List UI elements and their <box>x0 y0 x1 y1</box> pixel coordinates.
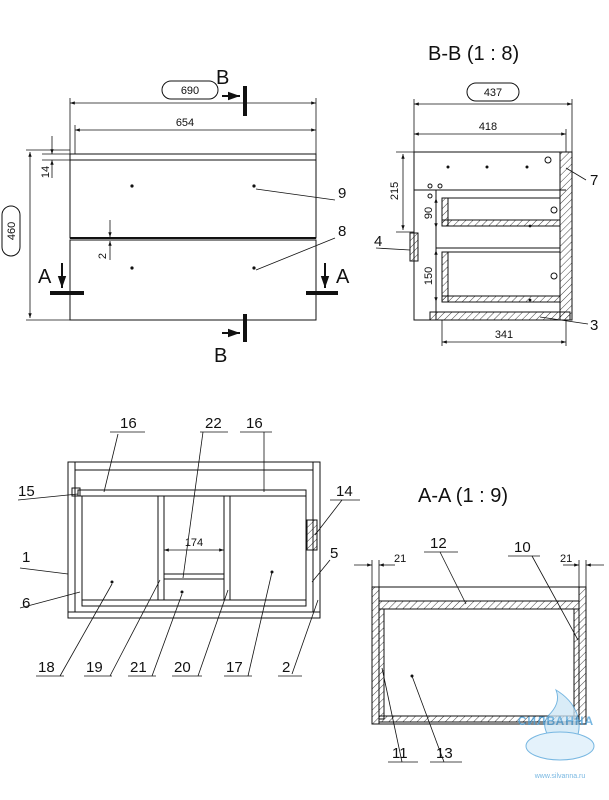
dim-437-box <box>466 82 520 102</box>
dim-215: 215 <box>389 182 401 200</box>
section-aa: A-A (1 : 9) 21 21 12 10 11 <box>354 485 604 763</box>
callout-5: 5 <box>330 545 338 562</box>
section-aa-title: A-A (1 : 9) <box>418 485 508 507</box>
callout-19: 19 <box>86 659 103 676</box>
dim-690: 690 <box>181 85 199 97</box>
carcass-handle <box>306 519 318 551</box>
watermark-logo: СИЛВАННА www.silvanna.ru <box>518 688 595 780</box>
dim-21-left: 21 <box>394 553 406 565</box>
callout-9: 9 <box>338 185 346 202</box>
callout-2: 2 <box>282 659 290 676</box>
callout-15: 15 <box>18 483 35 500</box>
dim-654: 654 <box>176 117 194 129</box>
section-b-top: B <box>216 67 229 89</box>
callout-1: 1 <box>22 549 30 566</box>
carcass-outer <box>67 461 321 619</box>
dim-341: 341 <box>495 329 513 341</box>
callout-13: 13 <box>436 745 453 762</box>
section-a-right: A <box>336 266 350 288</box>
carcass-view: 174 16 22 16 15 14 1 6 5 2 18 19 <box>17 415 360 677</box>
section-bb-title: B-B (1 : 8) <box>428 43 519 65</box>
callout-21: 21 <box>130 659 147 676</box>
dim-174: 174 <box>185 537 203 549</box>
front-top-rail <box>69 153 317 161</box>
bathtub-icon <box>525 731 595 761</box>
callout-20: 20 <box>174 659 191 676</box>
dim-460-box <box>1 205 21 257</box>
callout-8: 8 <box>338 223 346 240</box>
callout-16b: 16 <box>246 415 263 432</box>
callout-7: 7 <box>590 172 598 189</box>
watermark-site: www.silvanna.ru <box>534 773 586 780</box>
callout-14: 14 <box>336 483 353 500</box>
callout-10: 10 <box>514 539 531 556</box>
section-bb: B-B (1 : 8) 437 418 <box>374 43 598 346</box>
callout-18: 18 <box>38 659 55 676</box>
dim-2: 2 <box>97 253 109 259</box>
section-a-left: A <box>38 266 52 288</box>
callout-16a: 16 <box>120 415 137 432</box>
aa-outer <box>371 586 587 725</box>
bb-bottom-board <box>429 311 571 321</box>
callout-6: 6 <box>22 595 30 612</box>
callout-11: 11 <box>392 745 408 762</box>
dim-14: 14 <box>40 166 52 178</box>
section-b-bottom: B <box>214 345 227 367</box>
dim-150: 150 <box>423 267 435 285</box>
dim-690-box <box>161 80 219 100</box>
dim-90: 90 <box>423 207 435 219</box>
callout-22: 22 <box>205 415 222 432</box>
dim-460: 460 <box>6 222 18 240</box>
dim-21-right: 21 <box>560 553 572 565</box>
callout-3: 3 <box>590 317 598 334</box>
bb-handle <box>409 232 419 262</box>
callout-4: 4 <box>374 233 382 250</box>
callout-12: 12 <box>430 535 447 552</box>
callout-17: 17 <box>226 659 243 676</box>
dim-437: 437 <box>484 87 502 99</box>
front-view: 690 654 B 9 8 460 <box>1 67 350 367</box>
dim-418: 418 <box>479 121 497 133</box>
bb-back-panel <box>559 151 573 321</box>
front-upper-panel <box>69 159 317 239</box>
watermark-brand: СИЛВАННА <box>518 714 594 728</box>
aa-drawer-front <box>378 600 580 610</box>
front-lower-panel <box>69 239 317 321</box>
